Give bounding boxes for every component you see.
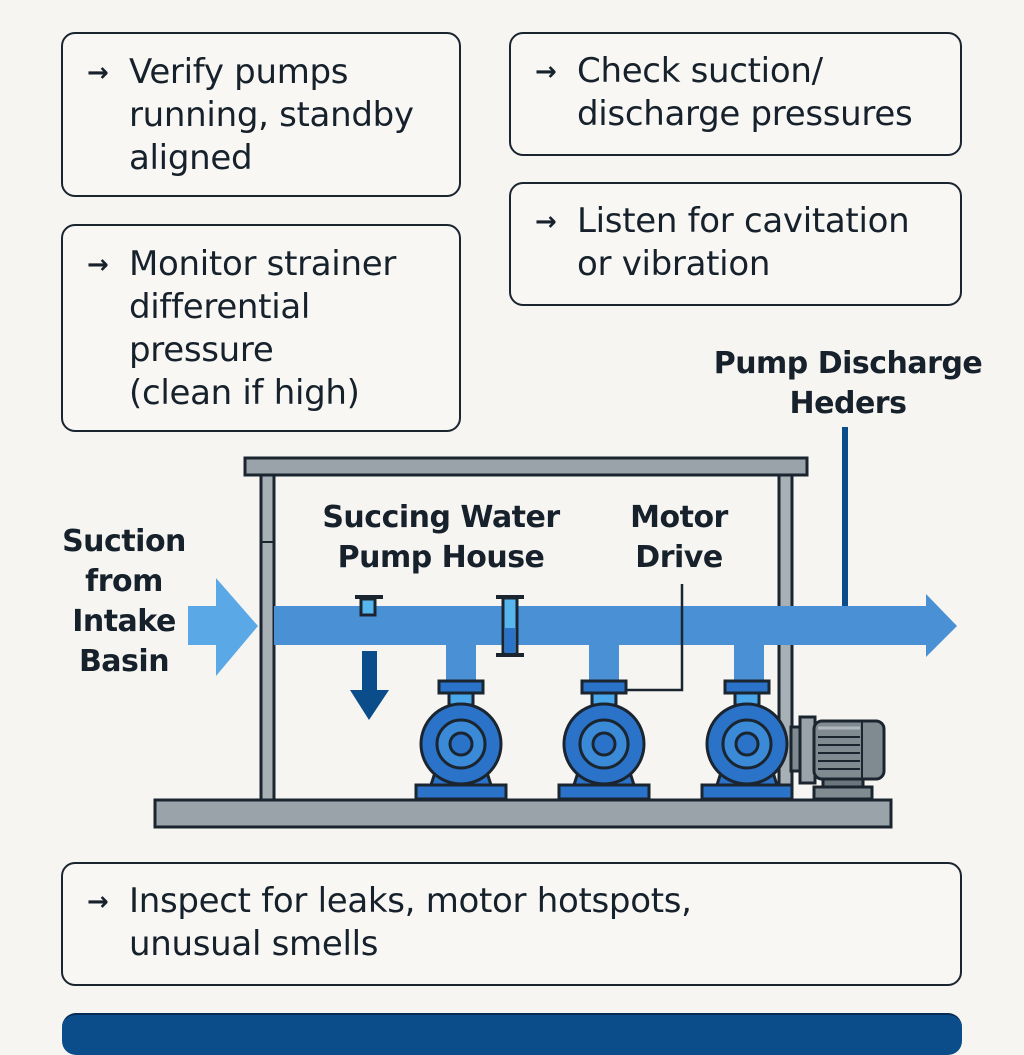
roof-beam: [243, 456, 809, 477]
base-slab: [153, 798, 893, 829]
motor-drive-label: Motor Drive: [630, 500, 728, 575]
left-wall: [259, 473, 276, 802]
discharge-header-label: Pump Discharge Heders: [713, 346, 983, 421]
checklist-card-listen-cavitation: → Listen for cavitation or vibration: [509, 182, 962, 306]
bottom-banner: [62, 1013, 962, 1055]
sight-glass-icon: [496, 595, 524, 657]
arrow-right-icon: →: [87, 250, 109, 280]
checklist-text: Verify pumps running, standby aligned: [129, 52, 414, 178]
centrifugal-pump-icon: [557, 679, 651, 801]
header-pipe: [274, 594, 957, 657]
checklist-card-check-pressures: → Check suction/ discharge pressures: [509, 32, 962, 156]
pressure-gauge-icon: [355, 595, 383, 617]
checklist-text: Listen for cavitation or vibration: [577, 201, 910, 284]
pump-house-label: Succing Water Pump House: [322, 500, 560, 575]
centrifugal-pump-icon: [414, 679, 508, 801]
motor-icon: [789, 715, 886, 801]
arrow-right-icon: →: [535, 57, 557, 87]
checklist-card-inspect-leaks: → Inspect for leaks, motor hotspots, unu…: [61, 862, 962, 986]
drop-pipe: [446, 644, 476, 686]
inlet-arrow: [188, 578, 258, 676]
checklist-card-monitor-strainer: → Monitor strainer differential pressure…: [61, 224, 461, 432]
drain-arrow: [350, 651, 389, 720]
checklist-card-verify-pumps: → Verify pumps running, standby aligned: [61, 32, 461, 197]
checklist-text: Inspect for leaks, motor hotspots, unusu…: [129, 881, 692, 964]
centrifugal-pump-icon: [700, 679, 794, 801]
discharge-header-line: [842, 427, 848, 607]
pump-house-diagram: [153, 427, 957, 829]
arrow-right-icon: →: [535, 207, 557, 237]
checklist-text: Monitor strainer differential pressure (…: [129, 244, 397, 413]
checklist-text: Check suction/ discharge pressures: [577, 51, 913, 134]
arrow-right-icon: →: [87, 58, 109, 88]
motor-drive-leader: [616, 584, 684, 692]
drop-pipe: [589, 644, 619, 686]
arrow-right-icon: →: [87, 887, 109, 917]
drop-pipe: [734, 644, 764, 686]
suction-label: Suction from Intake Basin: [62, 524, 186, 679]
